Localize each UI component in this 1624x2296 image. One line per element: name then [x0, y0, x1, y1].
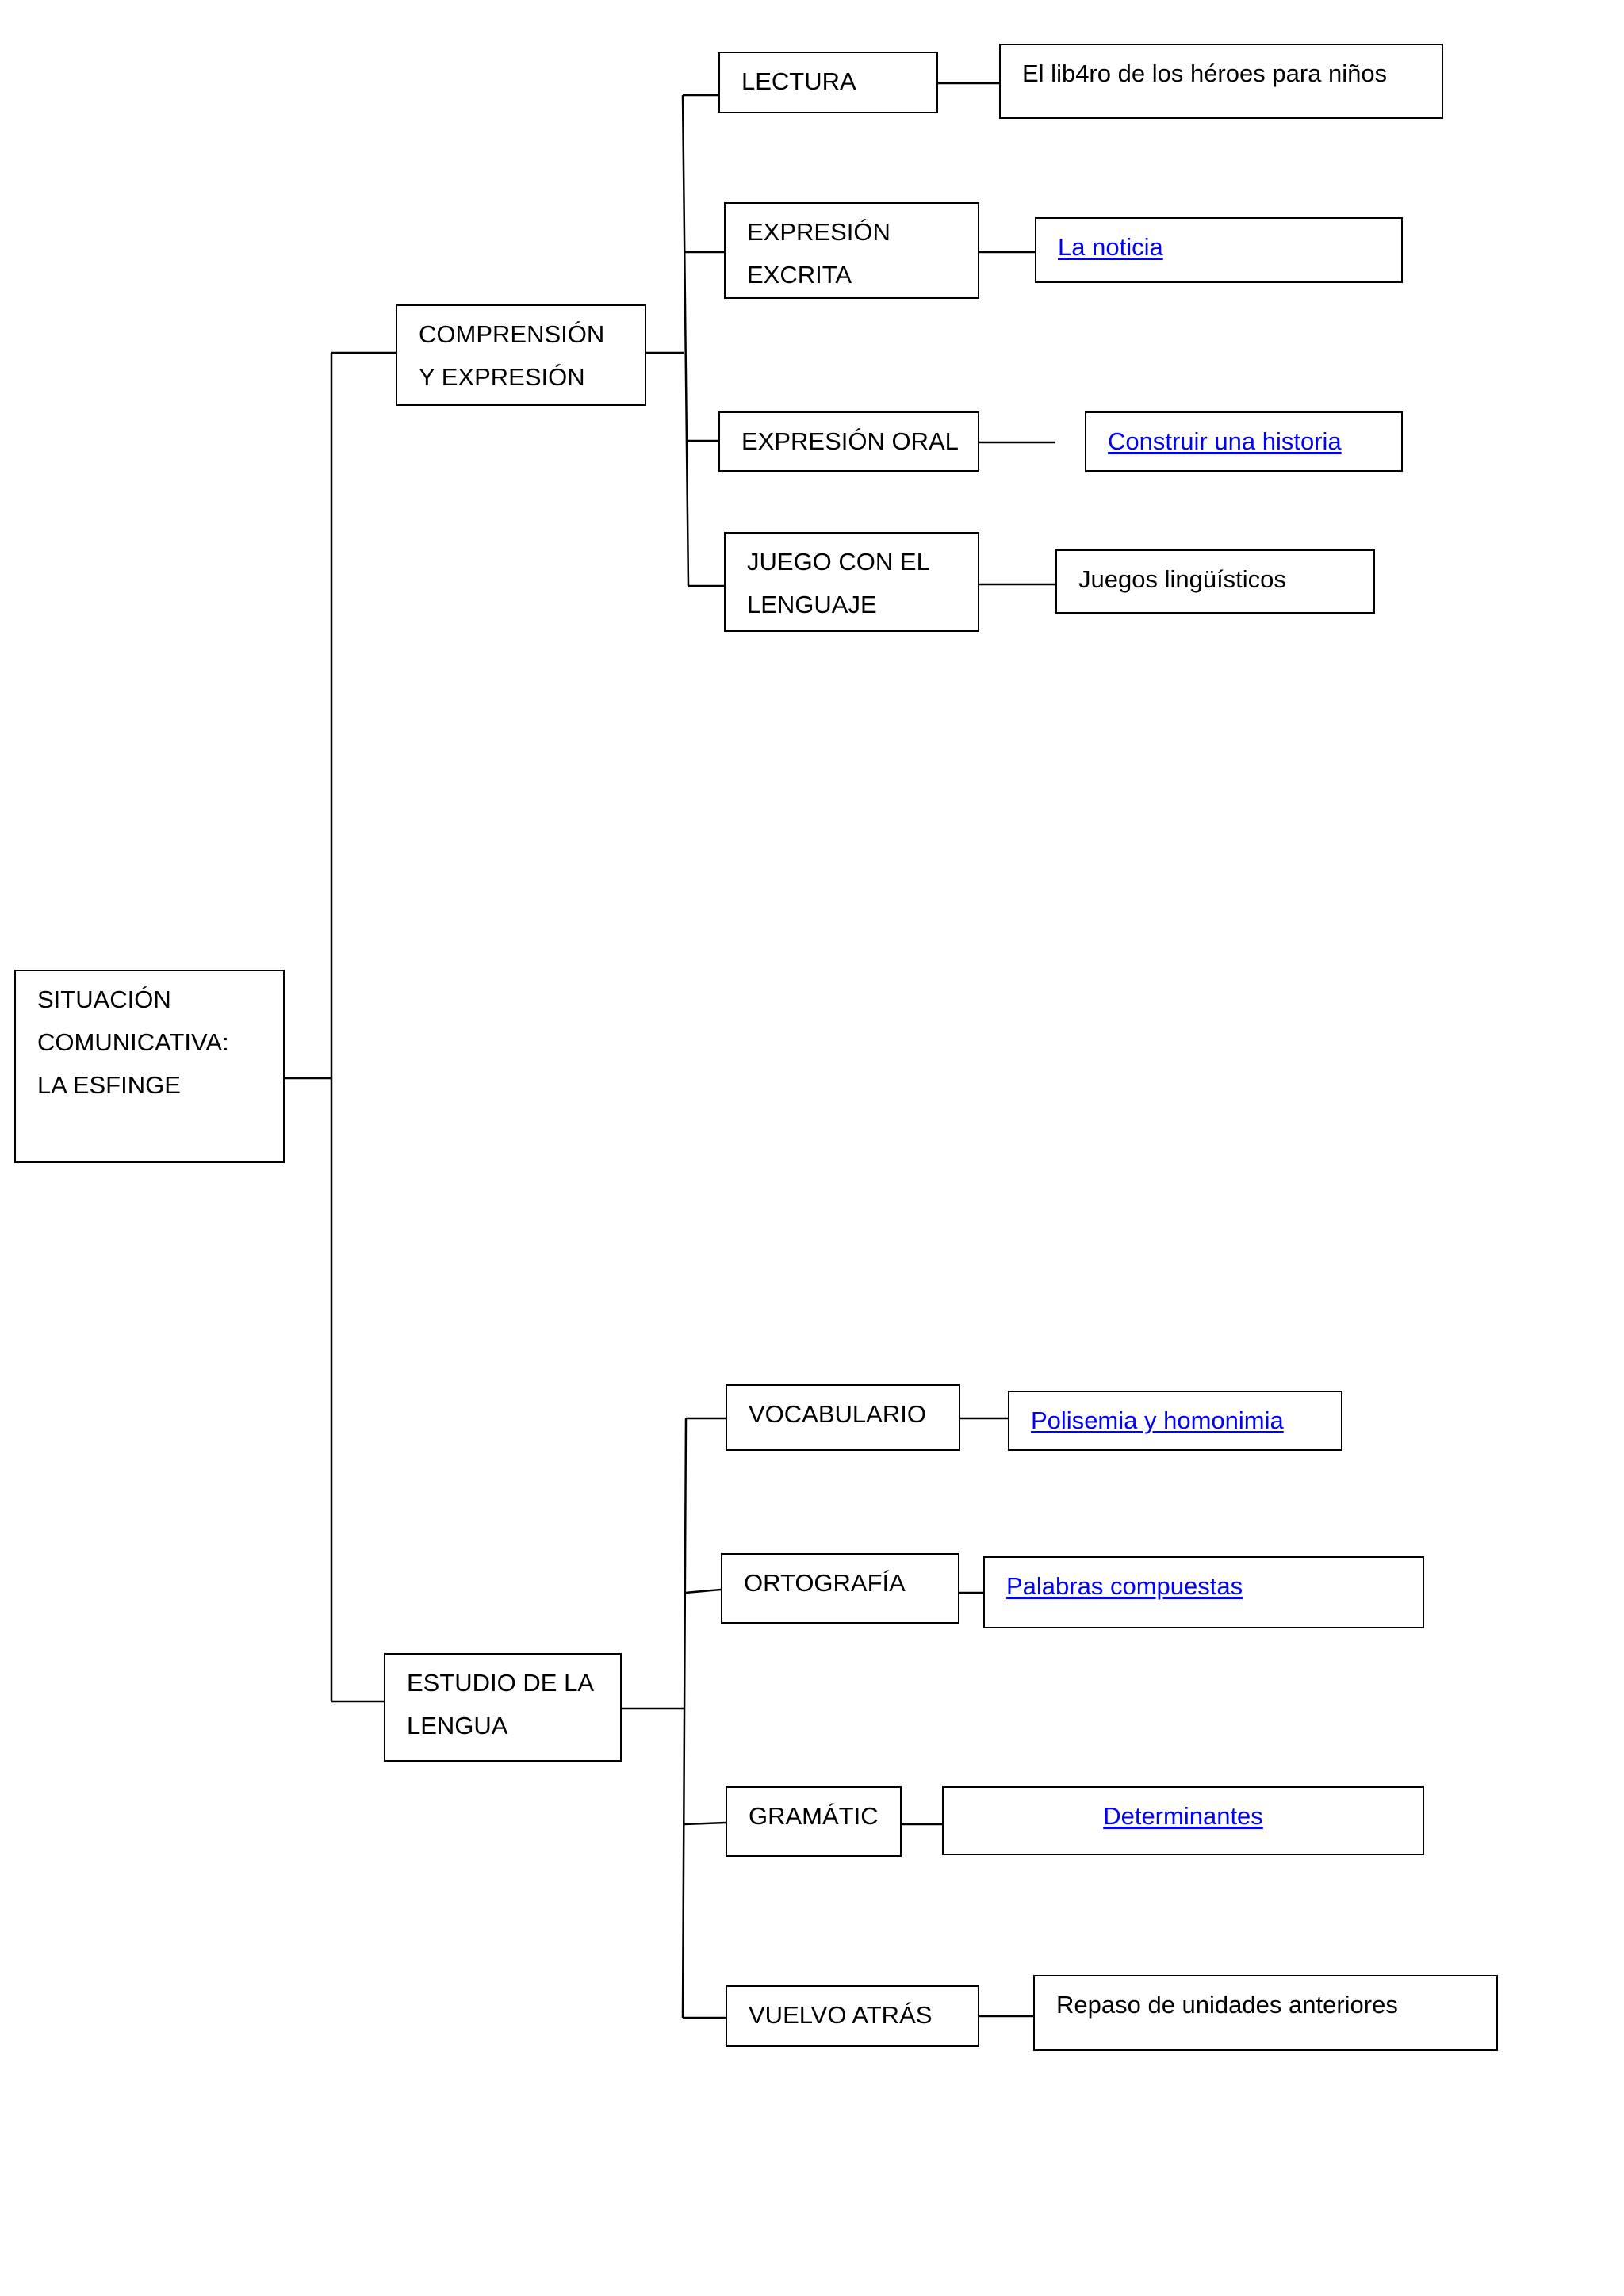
connector-upper-branch-vertical	[681, 94, 690, 587]
resource-box-la-noticia: La noticia	[1035, 217, 1403, 283]
connector-branch-to-gramatic	[683, 1821, 726, 1826]
topic-box-expresion-excrita: EXPRESIÓN EXCRITA	[724, 202, 979, 299]
topic-box-gramatic: GRAMÁTIC	[726, 1786, 902, 1857]
topic-box-vocabulario: VOCABULARIO	[726, 1384, 960, 1451]
branch-box-comprension-expresion: COMPRENSIÓN Y EXPRESIÓN	[396, 304, 646, 406]
resource-box-construir-historia: Construir una historia	[1085, 411, 1403, 472]
resource-box-palabras-compuestas: Palabras compuestas	[983, 1556, 1424, 1628]
root-topic-line: LA ESFINGE	[37, 1071, 181, 1099]
branch-label-line: ESTUDIO DE LA	[407, 1669, 594, 1697]
resource-box-repaso-unidades: Repaso de unidades anteriores	[1033, 1975, 1498, 2051]
branch-box-estudio-lengua: ESTUDIO DE LA LENGUA	[384, 1653, 622, 1762]
topic-label: EXPRESIÓN ORAL	[741, 427, 959, 455]
root-topic-box: SITUACIÓN COMUNICATIVA: LA ESFINGE	[14, 970, 285, 1163]
topic-box-lectura: LECTURA	[718, 52, 938, 113]
topic-box-juego-lenguaje: JUEGO CON EL LENGUAJE	[724, 532, 979, 632]
resource-text: Repaso de unidades anteriores	[1056, 1991, 1398, 2019]
link-polisemia-y-homonimia[interactable]: Polisemia y homonimia	[1031, 1406, 1284, 1434]
topic-label: VOCABULARIO	[749, 1400, 926, 1428]
branch-label-line: Y EXPRESIÓN	[419, 363, 585, 391]
topic-label: VUELVO ATRÁS	[749, 2001, 933, 2029]
topic-box-expresion-oral: EXPRESIÓN ORAL	[718, 411, 979, 472]
resource-box-polisemia: Polisemia y homonimia	[1008, 1391, 1342, 1451]
resource-box-determinantes: Determinantes	[942, 1786, 1424, 1855]
root-topic-line: COMUNICATIVA:	[37, 1028, 229, 1056]
topic-label-line: EXPRESIÓN	[747, 218, 891, 246]
resource-text: Juegos lingüísticos	[1078, 565, 1286, 593]
link-determinantes[interactable]: Determinantes	[1103, 1802, 1263, 1830]
connector-lower-branch-vertical	[681, 1418, 688, 2019]
topic-label-line: LENGUAJE	[747, 591, 877, 618]
root-topic-line: SITUACIÓN	[37, 985, 171, 1013]
topic-label: GRAMÁTIC	[749, 1802, 879, 1830]
resource-box-libro-heroes: El lib4ro de los héroes para niños	[999, 44, 1443, 119]
link-palabras-compuestas[interactable]: Palabras compuestas	[1006, 1572, 1243, 1600]
topic-label-line: JUEGO CON EL	[747, 548, 930, 576]
link-construir-una-historia[interactable]: Construir una historia	[1108, 427, 1342, 455]
resource-box-juegos-linguisticos: Juegos lingüísticos	[1055, 549, 1375, 614]
topic-box-ortografia: ORTOGRAFÍA	[721, 1553, 959, 1624]
link-la-noticia[interactable]: La noticia	[1058, 233, 1163, 261]
topic-label-line: EXCRITA	[747, 261, 852, 289]
branch-label-line: LENGUA	[407, 1712, 508, 1739]
resource-text: El lib4ro de los héroes para niños	[1022, 59, 1388, 87]
topic-label: ORTOGRAFÍA	[744, 1569, 906, 1597]
connector-branch-to-ortografia	[684, 1588, 722, 1594]
branch-label-line: COMPRENSIÓN	[419, 320, 605, 348]
topic-label: LECTURA	[741, 67, 856, 95]
topic-box-vuelvo-atras: VUELVO ATRÁS	[726, 1985, 979, 2047]
